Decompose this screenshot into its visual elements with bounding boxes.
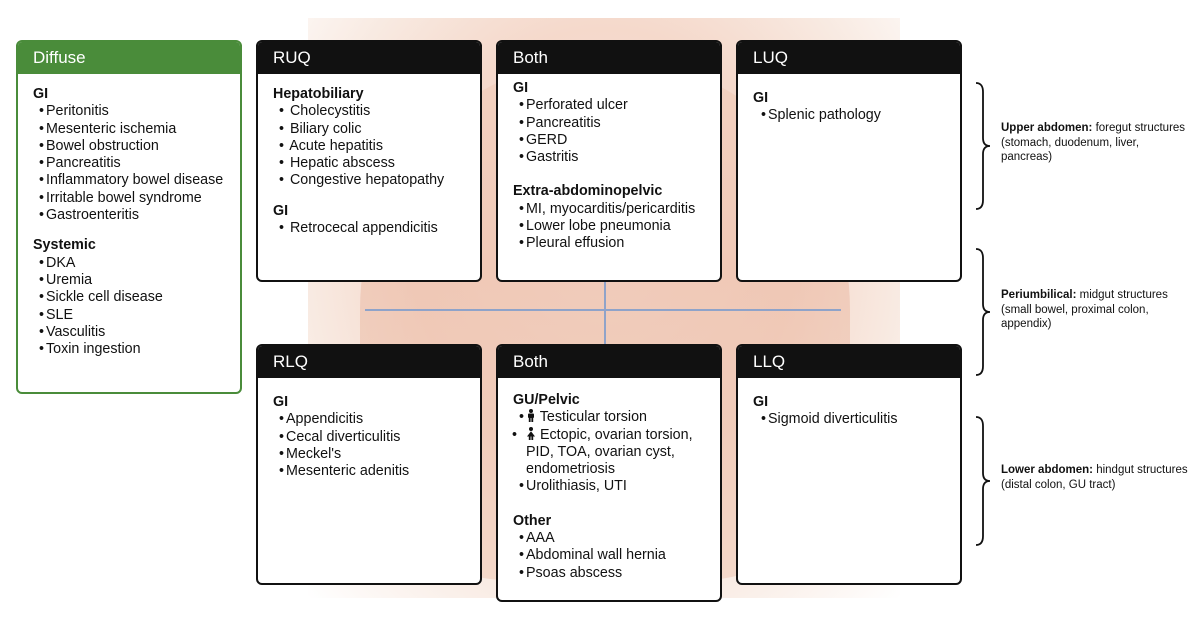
list-item: •Irritable bowel syndrome [39, 189, 202, 206]
ruq-hepatobiliary-heading: Hepatobiliary [273, 86, 364, 102]
list-item: •Toxin ingestion [39, 341, 141, 358]
upper-abdomen-note: Upper abdomen: foregut structures (stoma… [1001, 122, 1186, 163]
list-item: • Congestive hepatopathy [279, 172, 445, 189]
brace-middle [976, 248, 990, 376]
list-item: •GERD [519, 131, 568, 148]
list-item: •DKA [39, 254, 76, 271]
both-upper-box: Both GI •Perforated ulcer •Pancreatitis … [496, 40, 722, 282]
diffuse-box: Diffuse GI •Peritonitis •Mesenteric isch… [16, 40, 242, 394]
both-upper-extra-heading: Extra-abdominopelvic [513, 183, 663, 200]
list-item: •Urolithiasis, UTI [519, 478, 627, 495]
llq-title: LLQ [738, 346, 960, 378]
list-item: •Sigmoid diverticulitis [761, 411, 898, 428]
rlq-box: RLQ GI •Appendicitis •Cecal diverticulit… [256, 344, 482, 585]
diffuse-title: Diffuse [18, 42, 240, 74]
rlq-gi-heading: GI [273, 394, 289, 410]
list-item: •Cecal diverticulitis [279, 428, 401, 445]
quadrant-vertical-line [604, 80, 606, 520]
list-item: •Meckel's [279, 445, 342, 462]
list-item: •Pancreatitis [519, 114, 601, 131]
both-lower-other-heading: Other [513, 512, 552, 529]
list-item: •Appendicitis [279, 411, 364, 428]
list-item: • Cholecystitis [279, 103, 371, 120]
list-item: •Gastritis [519, 149, 579, 166]
list-item: •SLE [39, 306, 74, 323]
female-figure-icon [527, 426, 535, 440]
list-item: •Sickle cell disease [39, 289, 163, 306]
list-item: • Hepatic abscess [279, 155, 395, 172]
list-item: •AAA [519, 530, 555, 547]
brace-upper [976, 82, 990, 210]
both-lower-gu-heading: GU/Pelvic [513, 392, 580, 408]
list-item: •Psoas abscess [519, 564, 623, 581]
diffuse-gi-heading: GI [33, 86, 49, 102]
male-figure-icon [528, 409, 534, 423]
list-item: •Mesenteric adenitis [279, 463, 410, 480]
llq-gi-heading: GI [753, 394, 769, 410]
list-item: •Perforated ulcer [519, 97, 628, 114]
list-item: •Peritonitis [39, 103, 109, 120]
list-item: •Lower lobe pneumonia [519, 218, 671, 235]
periumbilical-note: Periumbilical: midgut structures (small … [1001, 289, 1168, 330]
rlq-title: RLQ [258, 346, 480, 378]
both-lower-box: Both GU/Pelvic • Testicular torsion • Ec… [496, 344, 722, 602]
list-item: •Pleural effusion [519, 235, 625, 252]
both-upper-gi-heading: GI [513, 80, 529, 96]
llq-box: LLQ GI •Sigmoid diverticulitis [736, 344, 962, 585]
list-item: • Acute hepatitis [279, 137, 383, 154]
luq-box: LUQ GI •Splenic pathology [736, 40, 962, 282]
list-item: •Gastroenteritis [39, 207, 139, 224]
both-lower-title: Both [498, 346, 720, 378]
luq-title: LUQ [738, 42, 960, 74]
both-upper-title: Both [498, 42, 720, 74]
quadrant-horizontal-line [365, 309, 841, 311]
list-item: •Uremia [39, 271, 93, 288]
diffuse-systemic-heading: Systemic [33, 237, 96, 254]
list-item: • Biliary colic [279, 120, 362, 137]
ruq-title: RUQ [258, 42, 480, 74]
list-item: •Inflammatory bowel disease [39, 172, 224, 189]
list-item: •Splenic pathology [761, 107, 881, 124]
list-item: •Abdominal wall hernia [519, 547, 666, 564]
list-item: • Ectopic, ovarian torsion, PID, TOA, ov… [512, 426, 693, 478]
luq-gi-heading: GI [753, 90, 769, 106]
list-item: •Vasculitis [39, 323, 106, 340]
ruq-gi-heading: GI [273, 202, 289, 219]
lower-abdomen-note: Lower abdomen: hindgut structures (dista… [1001, 464, 1188, 491]
list-item: •MI, myocarditis/pericarditis [519, 200, 696, 217]
list-item: •Mesenteric ischemia [39, 120, 177, 137]
brace-lower [976, 416, 990, 546]
list-item: • Testicular torsion [519, 409, 647, 426]
list-item: •Bowel obstruction [39, 137, 159, 154]
list-item: • Retrocecal appendicitis [279, 220, 438, 237]
ruq-box: RUQ Hepatobiliary • Cholecystitis • Bili… [256, 40, 482, 282]
list-item: •Pancreatitis [39, 155, 121, 172]
